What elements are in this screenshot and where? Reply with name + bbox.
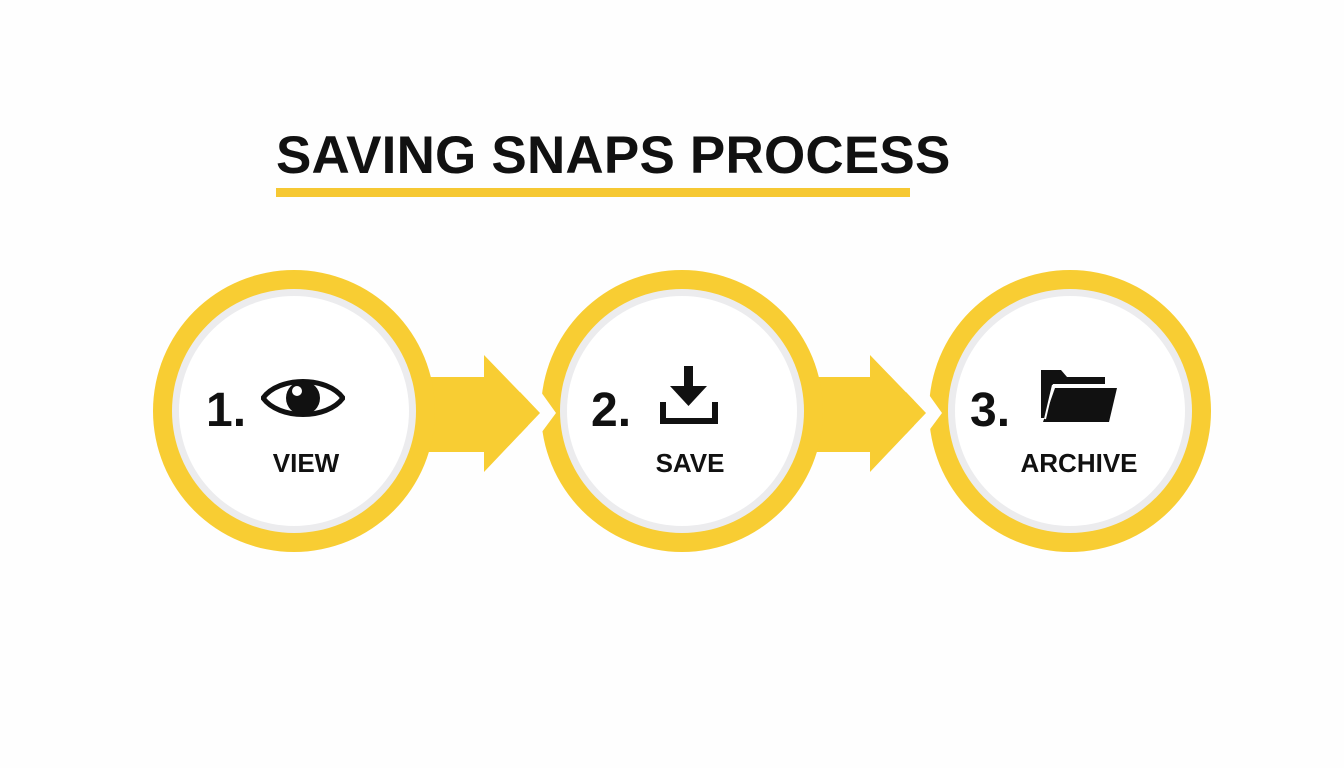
- title-underline: [276, 188, 910, 197]
- page-title: SAVING SNAPS PROCESS: [276, 126, 951, 185]
- step-number-2: 2.: [591, 384, 632, 437]
- step-label-view: VIEW: [272, 448, 340, 478]
- step-number-3: 3.: [970, 384, 1011, 437]
- step-label-save: SAVE: [655, 448, 725, 478]
- folder-icon: [1041, 370, 1117, 422]
- step-label-archive: ARCHIVE: [1020, 448, 1138, 478]
- step-circle-2: [528, 270, 823, 552]
- eye-icon: [261, 379, 345, 417]
- download-icon: [660, 366, 718, 424]
- step-number-1: 1.: [206, 384, 247, 437]
- arrow-right-icon: [420, 355, 540, 472]
- arrow-right-icon: [808, 355, 926, 472]
